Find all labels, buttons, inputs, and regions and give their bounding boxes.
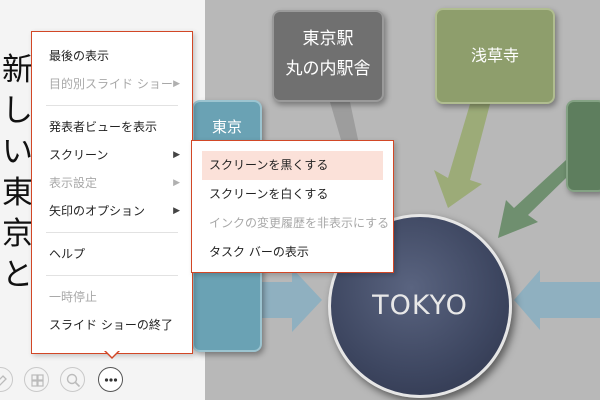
menu-item-display-settings[interactable]: 表示設定 ▶	[32, 169, 192, 197]
pen-icon	[0, 375, 7, 386]
slides-grid-button[interactable]	[24, 367, 49, 392]
menu-item-pause[interactable]: 一時停止	[32, 283, 192, 311]
slide-title-char: 東	[2, 175, 33, 211]
menu-item-label: 最後の表示	[49, 49, 110, 63]
submenu-arrow-icon: ▶	[173, 150, 180, 160]
menu-item-label: ヘルプ	[49, 247, 86, 261]
tokyo-circle: TOKYO	[328, 214, 512, 398]
menu-item-presenter-view[interactable]: 発表者ビューを表示	[32, 113, 192, 141]
asakusa-box: 浅草寺	[435, 8, 555, 104]
menu-item-label: 矢印のオプション	[49, 204, 146, 218]
menu-pointer-fill	[105, 350, 119, 357]
submenu-arrow-icon: ▶	[173, 206, 180, 216]
menu-separator	[46, 275, 178, 276]
slides-grid-icon	[31, 374, 44, 387]
screen-submenu: スクリーンを黒くする スクリーンを白くする インクの変更履歴を非表示にする タス…	[191, 140, 394, 273]
submenu-item-label: スクリーンを白くする	[209, 187, 329, 201]
station-box: 東京駅 丸の内駅舎	[272, 10, 384, 102]
slide-title-char: し	[2, 93, 33, 129]
menu-separator	[46, 232, 178, 233]
slide-title-char: い	[2, 134, 33, 170]
menu-item-label: 目的別スライド ショー	[49, 77, 173, 91]
menu-item-label: 表示設定	[49, 176, 98, 190]
menu-item-label: 一時停止	[49, 290, 98, 304]
menu-item-screen[interactable]: スクリーン ▶	[32, 141, 192, 169]
zoom-icon	[66, 373, 81, 388]
menu-item-help[interactable]: ヘルプ	[32, 240, 192, 268]
submenu-arrow-icon: ▶	[173, 79, 180, 89]
submenu-item-black-screen[interactable]: スクリーンを黒くする	[202, 151, 383, 180]
menu-separator	[46, 105, 178, 106]
menu-item-label: 発表者ビューを表示	[49, 120, 158, 134]
submenu-item-label: インクの変更履歴を非表示にする	[209, 216, 390, 230]
slide-title-char: 京	[2, 216, 33, 252]
zoom-button[interactable]	[60, 367, 85, 392]
submenu-item-label: タスク バーの表示	[209, 245, 309, 259]
submenu-item-white-screen[interactable]: スクリーンを白くする	[192, 180, 393, 209]
slideshow-context-menu: 最後の表示 目的別スライド ショー▶ 発表者ビューを表示 スクリーン▶ 表示設定…	[31, 31, 193, 354]
submenu-item-show-taskbar[interactable]: タスク バーの表示	[192, 238, 393, 267]
submenu-item-label: スクリーンを黒くする	[209, 158, 329, 172]
station-box-line2: 丸の内駅舎	[285, 59, 371, 79]
menu-item-last-viewed[interactable]: 最後の表示	[32, 42, 192, 70]
menu-item-label: スクリーン	[49, 148, 109, 162]
tokyo-circle-label: TOKYO	[372, 290, 468, 321]
submenu-arrow-icon: ▶	[173, 178, 180, 188]
pen-button[interactable]	[0, 367, 13, 392]
station-box-line1: 東京駅	[302, 29, 354, 49]
right-green-box	[566, 100, 600, 192]
menu-item-label: スライド ショーの終了	[49, 318, 173, 332]
slide-title-char: 新	[2, 52, 33, 88]
submenu-item-hide-ink[interactable]: インクの変更履歴を非表示にする	[192, 209, 393, 238]
menu-item-arrow-options[interactable]: 矢印のオプション ▶	[32, 197, 192, 225]
slide-title: 新 し い 東 京 と	[2, 50, 36, 296]
menu-item-custom-show[interactable]: 目的別スライド ショー▶	[32, 70, 192, 98]
menu-item-end-show[interactable]: スライド ショーの終了	[32, 311, 192, 339]
more-options-button[interactable]	[98, 367, 123, 392]
slide-title-char: と	[2, 257, 33, 293]
more-options-icon	[104, 378, 118, 382]
